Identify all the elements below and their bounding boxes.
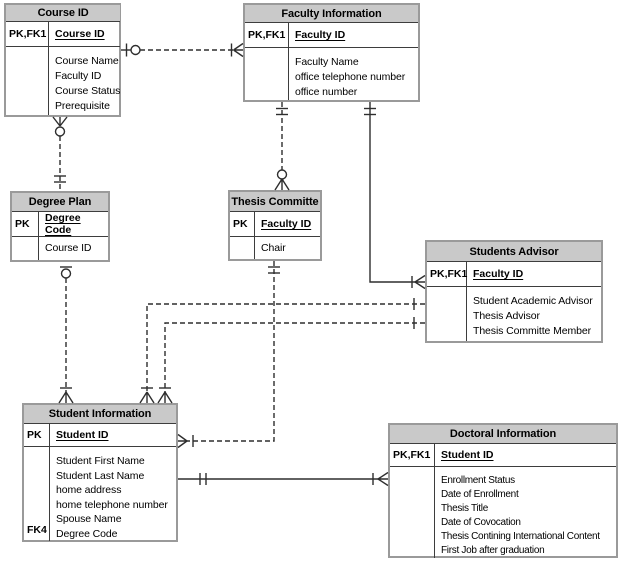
key-label: PK,FK1	[390, 444, 435, 467]
attribute: Thesis Advisor	[473, 310, 540, 322]
fk-label	[230, 237, 255, 259]
attribute: Chair	[261, 242, 286, 254]
attribute: Prerequisite	[55, 100, 110, 112]
attribute-list: Student Academic Advisor Thesis Advisor …	[467, 287, 601, 341]
attribute-list: Course ID	[39, 237, 108, 260]
attribute: Faculty Name	[295, 56, 359, 68]
rel-advisor-student-lower	[157, 317, 425, 404]
attribute: Thesis Committe Member	[473, 325, 591, 337]
entity-title: Degree Plan	[12, 193, 108, 212]
rel-thesiscommitte-student	[177, 261, 280, 449]
key-name: Faculty ID	[467, 262, 601, 287]
entity-degree-plan[interactable]: Degree Plan PK Degree Code Course ID	[10, 191, 110, 262]
attribute: Thesis Title	[441, 503, 488, 514]
rel-courseid-faculty	[121, 42, 244, 58]
rel-degreeplan-student	[58, 266, 74, 404]
key-label: PK	[230, 212, 255, 237]
fk-label	[6, 47, 49, 115]
key-label: PK,FK1	[245, 23, 289, 48]
attribute-list: Chair	[255, 237, 320, 259]
key-name: Degree Code	[39, 212, 108, 237]
attribute-list: Course Name Faculty ID Course Status Pre…	[49, 47, 120, 115]
fk-label	[390, 467, 435, 558]
fk-label: FK4	[24, 447, 50, 541]
key-name: Student ID	[50, 424, 176, 447]
attribute: Thesis Contining International Content	[441, 531, 600, 542]
rel-advisor-student-upper	[139, 298, 425, 404]
rel-student-doctoral	[178, 471, 389, 487]
attribute: Degree Code	[56, 527, 118, 540]
attribute: Student Academic Advisor	[473, 295, 593, 307]
rel-faculty-advisor	[364, 102, 426, 290]
attribute: home address	[56, 484, 122, 496]
key-name: Faculty ID	[255, 212, 320, 237]
key-label: PK	[24, 424, 50, 447]
attribute: office telephone number	[295, 71, 406, 83]
fk-label	[427, 287, 467, 341]
entity-faculty-information[interactable]: Faculty Information PK,FK1 Faculty ID Fa…	[243, 3, 420, 102]
attribute: Faculty ID	[55, 70, 102, 82]
key-label: PK,FK1	[427, 262, 467, 287]
attribute: office number	[295, 86, 358, 98]
attribute-list: Faculty Name office telephone number off…	[289, 48, 418, 100]
rel-courseid-degreeplan	[52, 116, 68, 191]
key-name: Faculty ID	[289, 23, 418, 48]
fk-label	[12, 237, 39, 260]
key-label: PK,FK1	[6, 22, 49, 47]
entity-title: Faculty Information	[245, 5, 418, 23]
attribute-list: Enrollment Status Date of Enrollment The…	[435, 467, 616, 558]
rel-faculty-thesiscommitte	[274, 102, 290, 191]
attribute: Enrollment Status	[441, 475, 515, 486]
entity-student-information[interactable]: Student Information PK Student ID FK4 St…	[22, 403, 178, 542]
entity-students-advisor[interactable]: Students Advisor PK,FK1 Faculty ID Stude…	[425, 240, 603, 343]
attribute: Course Name	[55, 55, 119, 67]
attribute: home telephone number	[56, 498, 168, 511]
entity-title: Thesis Committe	[230, 192, 320, 212]
key-name: Course ID	[49, 22, 121, 47]
attribute: Date of Enrollment	[441, 489, 519, 500]
key-label: PK	[12, 212, 39, 237]
attribute: Course Status	[55, 85, 121, 97]
attribute: First Job after graduation	[441, 545, 545, 556]
fk-label	[245, 48, 289, 100]
entity-thesis-committe[interactable]: Thesis Committe PK Faculty ID Chair	[228, 190, 322, 261]
attribute: Spouse Name	[56, 513, 122, 525]
entity-title: Course ID	[6, 5, 121, 22]
attribute: Student First Name	[56, 455, 145, 467]
entity-title: Students Advisor	[427, 242, 601, 262]
attribute: Date of Covocation	[441, 517, 521, 528]
key-name: Student ID	[435, 444, 616, 467]
entity-title: Doctoral Information	[390, 425, 616, 444]
attribute: Course ID	[45, 242, 92, 254]
entity-title: Student Information	[24, 405, 176, 424]
entity-doctoral-information[interactable]: Doctoral Information PK,FK1 Student ID E…	[388, 423, 618, 558]
entity-course-id[interactable]: Course ID PK,FK1 Course ID Course Name F…	[4, 3, 121, 117]
attribute: Student Last Name	[56, 469, 145, 482]
attribute-list: Student First Name Student Last Name hom…	[50, 447, 176, 541]
